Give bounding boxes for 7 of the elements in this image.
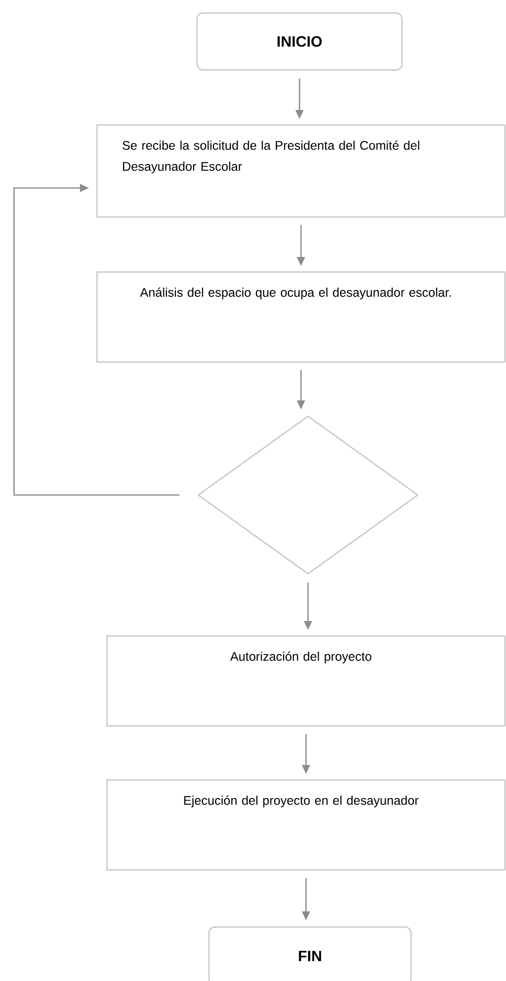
- process-box: Análisis del espacio que ocupa el desayunador escolar.: [96, 271, 506, 363]
- process-box: Se recibe la solicitud de la Presidenta del Comité del Desayunador Escolar: [96, 124, 506, 218]
- process-box: Autorización del proyecto: [106, 635, 506, 727]
- terminal-box: INICIO: [196, 12, 403, 71]
- arrow: [13, 184, 180, 496]
- terminal-box: FIN: [208, 926, 412, 981]
- process-box: Ejecución del proyecto en el desayunador: [106, 779, 506, 871]
